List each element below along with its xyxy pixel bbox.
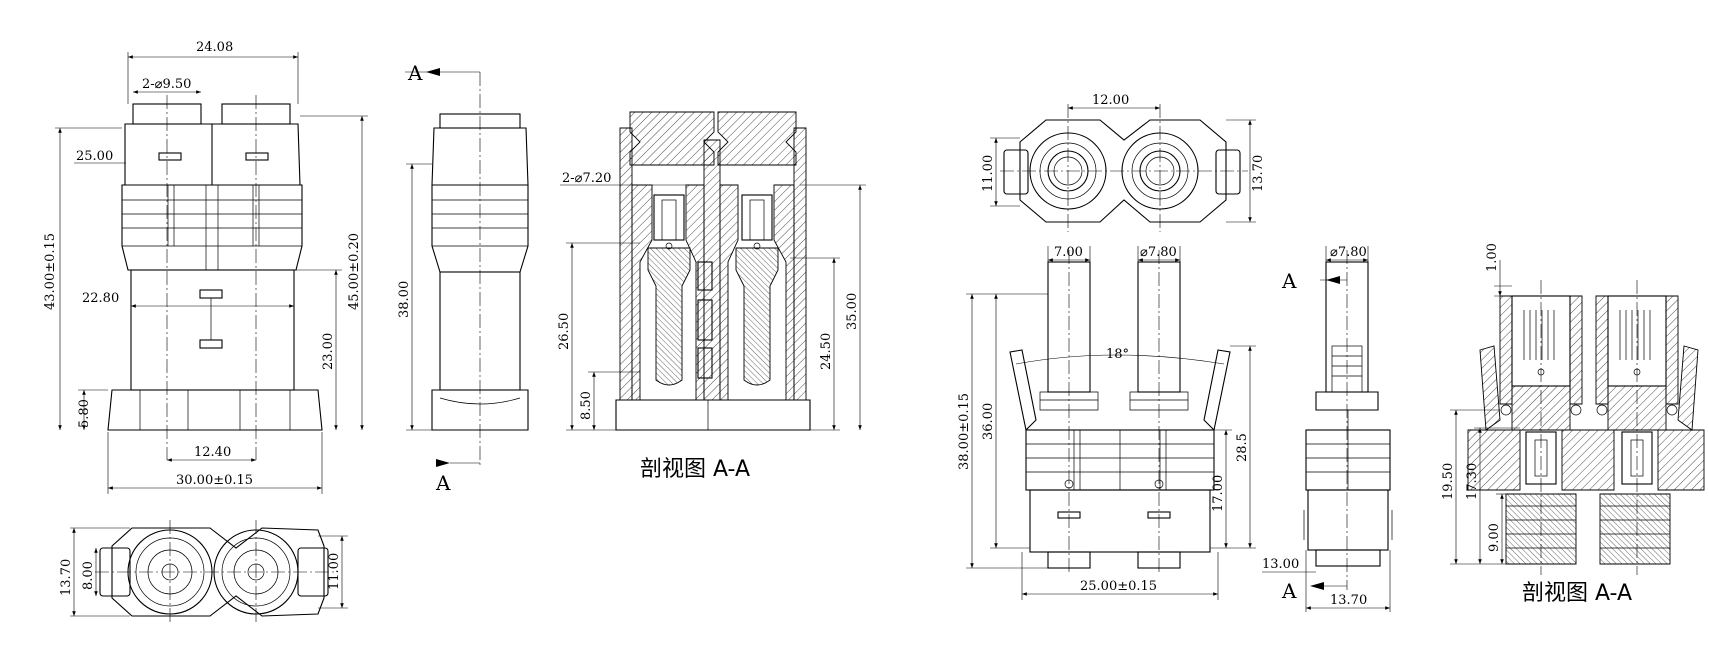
dim-section-h1: 26.50 — [557, 313, 572, 350]
dim-pitch: 12.40 — [194, 445, 231, 460]
side-view-left: A A 38.00 — [397, 61, 529, 495]
dim-side-width: 13.70 — [1330, 593, 1367, 608]
dim-section-h4: 35.00 — [845, 293, 860, 330]
dim-right-total-height: 38.00±0.15 — [957, 393, 972, 470]
bottom-view-left: 13.70 8.00 11.00 — [59, 520, 348, 625]
dim-section-r-h3: 17.30 — [1465, 463, 1480, 500]
section-mark-top-left: A — [407, 61, 423, 85]
dim-side-height: 38.00 — [397, 281, 412, 318]
section-mark-bottom-left: A — [435, 471, 451, 495]
dim-bottom-h1: 13.70 — [59, 559, 74, 596]
section-caption-right: 剖视图 A-A — [1522, 581, 1632, 606]
dim-section-r-h1: 1.00 — [1485, 243, 1500, 272]
dim-pin-dia: ⌀7.80 — [1140, 245, 1177, 260]
dim-body-height: 45.00±0.20 — [347, 233, 362, 310]
dim-top-pitch: 12.00 — [1092, 93, 1129, 108]
front-view-right: 18° 7.00 ⌀7.80 38.00±0.15 36.00 28.5 17.… — [957, 245, 1256, 600]
dim-side-pin-dia: ⌀7.80 — [1330, 245, 1367, 260]
dim-right-h4: 17.00 — [1211, 475, 1226, 512]
section-view-right: 1.00 19.50 17.30 9.00 剖视图 A-A — [1441, 243, 1705, 606]
dim-angle: 18° — [1106, 347, 1129, 362]
section-mark-bottom-right: A — [1281, 579, 1297, 603]
dim-bottom-h2: 8.00 — [81, 561, 96, 590]
section-view-left: 2-⌀7.20 26.50 8.50 24.50 35.00 剖视图 A-A — [557, 111, 866, 482]
front-view-left: 24.08 2-⌀9.50 25.00 43.00±0.15 45.00±0.2… — [43, 40, 368, 494]
dim-top-h2: 13.70 — [1251, 155, 1266, 192]
dim-total-height: 43.00±0.15 — [43, 233, 58, 310]
top-view-right: 12.00 11.00 13.70 — [981, 93, 1266, 232]
dim-inner-width: 22.80 — [82, 291, 119, 306]
dim-base-height: 5.80 — [77, 399, 92, 428]
dim-base-width: 30.00±0.15 — [176, 473, 253, 488]
dim-bottom-h3: 11.00 — [327, 553, 342, 590]
dim-section-r-h4: 9.00 — [1487, 523, 1502, 552]
dim-side-h1: 13.00 — [1262, 557, 1299, 572]
dim-section-h3: 24.50 — [819, 333, 834, 370]
dim-right-h3: 28.5 — [1235, 433, 1250, 462]
dim-section-r-h2: 19.50 — [1441, 463, 1456, 500]
dim-section-holes: 2-⌀7.20 — [562, 171, 611, 186]
section-mark-top-right: A — [1281, 269, 1297, 293]
dim-section-h2: 8.50 — [579, 391, 594, 420]
dim-holes: 2-⌀9.50 — [142, 77, 191, 92]
dim-left-small: 25.00 — [76, 149, 113, 164]
dim-top-h1: 11.00 — [981, 155, 996, 192]
dim-right-base-width: 25.00±0.15 — [1080, 579, 1157, 594]
dim-width-top: 24.08 — [196, 40, 233, 55]
dim-lower-height: 23.00 — [321, 333, 336, 370]
section-caption-left: 剖视图 A-A — [640, 457, 750, 482]
dim-pin-width: 7.00 — [1054, 245, 1083, 260]
dim-right-h2: 36.00 — [981, 403, 996, 440]
side-view-right: A A ⌀7.80 13.00 13.70 — [1262, 245, 1393, 612]
